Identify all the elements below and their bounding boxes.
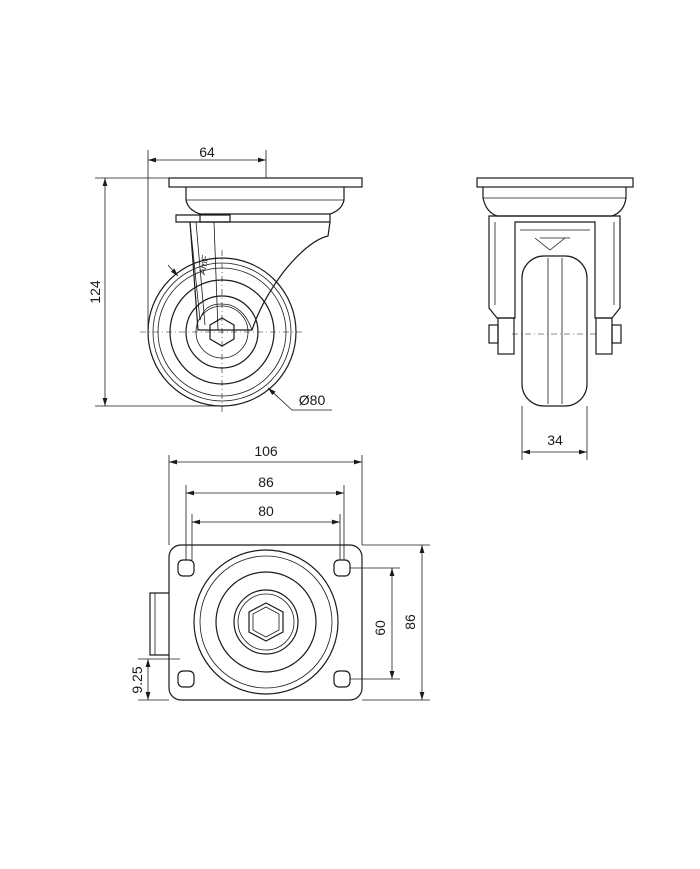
dim-hole-spacing-vertical: 60 (350, 567, 400, 680)
dim-label-86-vertical: 86 (402, 614, 418, 630)
dim-label-80: 80 (258, 503, 274, 519)
top-view (149, 544, 363, 701)
dim-label-60: 60 (372, 620, 388, 636)
dim-label-124: 124 (87, 280, 103, 304)
side-view: AmF (140, 177, 363, 412)
dim-label-9-25: 9.25 (129, 666, 145, 693)
brand-logo: AmF (197, 254, 210, 276)
dim-label-86-horizontal: 86 (258, 474, 274, 490)
dim-top-plate-offset: 64 (147, 144, 267, 330)
dim-hole-offset: 9.25 (129, 658, 180, 701)
dim-wheel-diameter: Ø80 (267, 387, 332, 411)
dim-label-34: 34 (547, 432, 563, 448)
dim-label-diameter: Ø80 (299, 392, 326, 408)
front-view (476, 177, 634, 407)
dim-label-64: 64 (199, 144, 215, 160)
dim-hole-spacing-outer: 86 (185, 474, 345, 560)
dim-wheel-width: 34 (521, 406, 588, 460)
dim-plate-width: 106 (168, 443, 363, 545)
dim-label-106: 106 (254, 443, 278, 459)
dim-hole-spacing-inner: 80 (191, 503, 341, 560)
dim-plate-depth: 86 (362, 544, 430, 701)
dim-total-height: 124 (87, 177, 222, 407)
